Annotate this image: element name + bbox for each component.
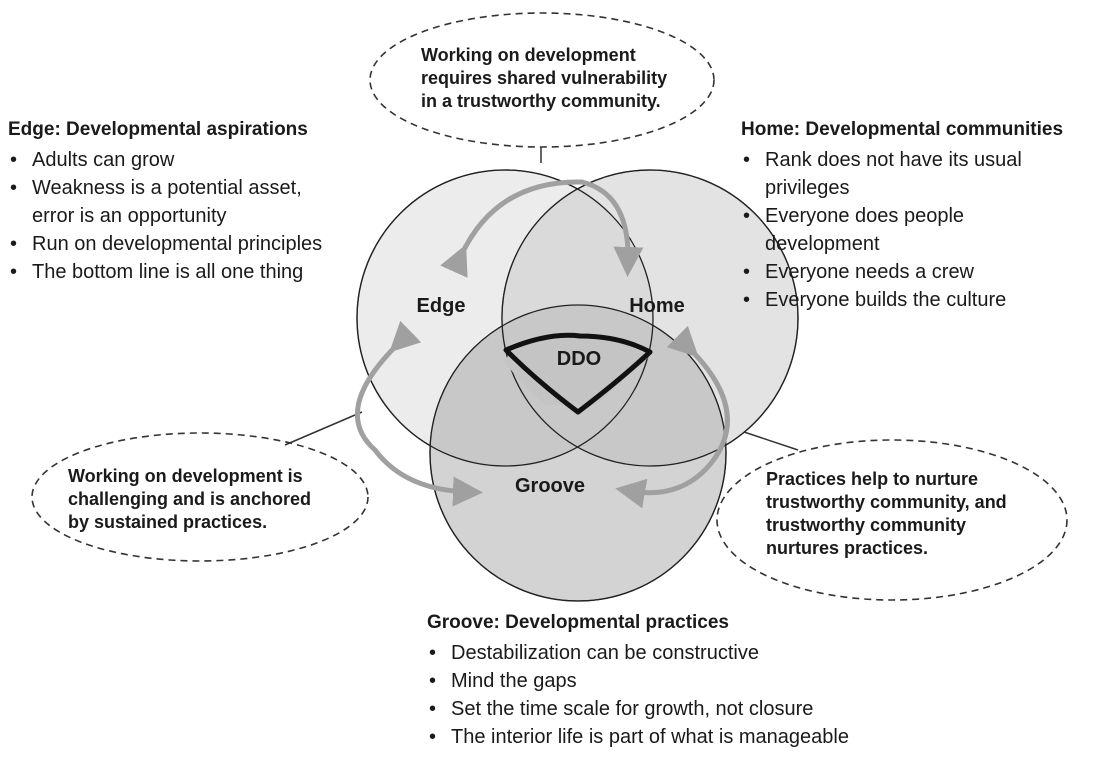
left-cycle-arrow <box>354 320 483 507</box>
right-callout-bubble <box>716 439 1068 601</box>
left-callout-bubble <box>31 432 369 562</box>
edge-aspirations-block: Edge: Developmental aspirations Adults c… <box>8 118 322 286</box>
home-circle-label: Home <box>629 295 685 317</box>
top-cycle-arrow <box>440 179 644 278</box>
item-text: Mind the gaps <box>451 670 577 692</box>
list-item: The bottom line is all one thing <box>8 258 322 286</box>
item-text: error is an opportunity <box>32 205 227 227</box>
edge-circle-label: Edge <box>417 295 466 317</box>
text-line: trustworthy community, and <box>766 492 1007 512</box>
item-text: Everyone does people <box>765 205 965 227</box>
text-line: trustworthy community <box>766 515 967 535</box>
list-item: Weakness is a potential asset, error is a… <box>8 174 322 230</box>
list-item: Everyone builds the culture <box>741 286 1102 314</box>
list-item: Set the time scale for growth, not closu… <box>427 695 849 723</box>
list-item: Mind the gaps <box>427 667 849 695</box>
right-callout-text: Practices help to nurture trustworthy co… <box>766 468 1007 560</box>
edge-circle-outline <box>356 169 654 467</box>
home-block-title: Home: Developmental communities <box>741 119 1064 140</box>
text-line: Working on development <box>421 45 636 65</box>
text-line: by sustained practices. <box>68 512 268 532</box>
text-line: challenging and is anchored <box>68 489 312 509</box>
item-text: The bottom line is all one thing <box>32 261 304 283</box>
item-text: Adults can grow <box>32 149 175 171</box>
list-item: Run on developmental principles <box>8 230 322 258</box>
top-callout-text: Working on development requires shared v… <box>421 44 667 113</box>
home-communities-block: Home: Developmental communities Rank doe… <box>741 118 1102 314</box>
list-item: Adults can grow <box>8 146 322 174</box>
text-line: Working on development is <box>68 466 303 486</box>
groove-block-title: Groove: Developmental practices <box>427 612 729 633</box>
item-text: Rank does not have its usual <box>765 149 1022 171</box>
top-callout-bubble <box>369 12 715 148</box>
text-line: requires shared vulnerability <box>421 68 668 88</box>
item-text: Everyone needs a crew <box>765 261 975 283</box>
text-line: nurtures practices. <box>766 538 929 558</box>
item-text: Destabilization can be constructive <box>451 642 759 664</box>
left-callout-text: Working on development is challenging an… <box>68 465 311 534</box>
item-text: Weakness is a potential asset, <box>32 177 302 199</box>
list-item: The interior life is part of what is man… <box>427 723 849 751</box>
right-cycle-arrow <box>615 325 730 509</box>
item-text: Set the time scale for growth, not closu… <box>451 698 814 720</box>
groove-circle-label: Groove <box>515 475 585 497</box>
ddo-label: DDO <box>557 348 601 370</box>
text-line: Practices help to nurture <box>766 469 979 489</box>
item-text: privileges <box>765 177 850 199</box>
item-text: Run on developmental principles <box>32 233 323 255</box>
item-text: Everyone builds the culture <box>765 289 1007 311</box>
text-line: in a trustworthy community. <box>421 91 661 111</box>
groove-practices-block: Groove: Developmental practices Destabil… <box>427 611 849 751</box>
list-item: Everyone needs a crew <box>741 258 1102 286</box>
left-connector-line <box>284 411 363 446</box>
list-item: Everyone does people development <box>741 202 1102 258</box>
edge-block-title: Edge: Developmental aspirations <box>8 119 308 140</box>
list-item: Rank does not have its usual privileges <box>741 146 1102 202</box>
item-text: The interior life is part of what is man… <box>451 726 849 748</box>
item-text: development <box>765 233 880 255</box>
list-item: Destabilization can be constructive <box>427 639 849 667</box>
